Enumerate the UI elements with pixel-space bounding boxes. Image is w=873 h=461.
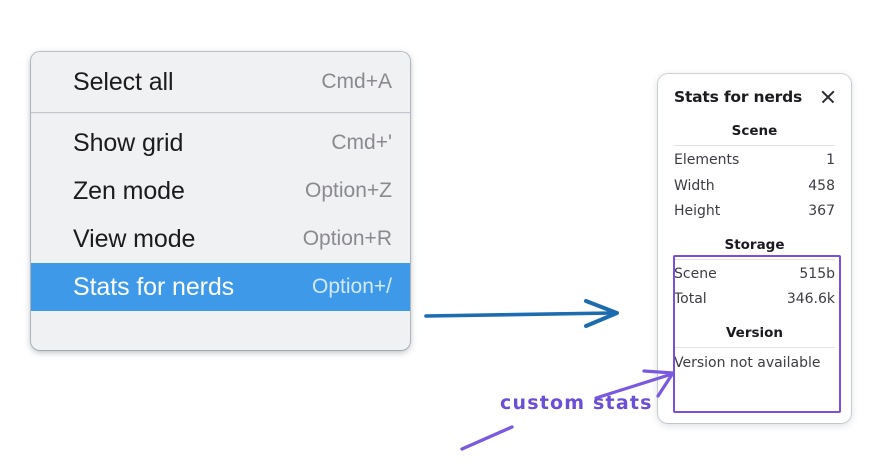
context-menu[interactable]: Select all Cmd+A Show grid Cmd+' Zen mod… (31, 52, 410, 350)
stats-for-nerds-panel: Stats for nerds Scene Elements 1 Width 4… (658, 74, 851, 423)
stat-key: Height (674, 203, 721, 219)
stats-panel-header: Stats for nerds (658, 88, 851, 106)
section-heading: Storage (724, 236, 785, 253)
menu-item-label: Select all (73, 67, 174, 96)
stats-row-total-size: Total 346.6k (674, 287, 835, 313)
menu-item-label: Zen mode (73, 176, 185, 205)
stats-row-width: Width 458 (674, 174, 835, 200)
stats-row-height: Height 367 (674, 199, 835, 225)
stat-value: 1 (826, 152, 835, 168)
purple-underline-stroke (460, 425, 514, 451)
menu-item-show-grid[interactable]: Show grid Cmd+' (31, 119, 410, 167)
section-divider (674, 346, 835, 348)
stats-row-scene-size: Scene 515b (674, 262, 835, 288)
stat-value: 346.6k (786, 291, 835, 307)
section-heading: Version (725, 324, 784, 341)
close-icon[interactable] (819, 88, 837, 106)
menu-item-accelerator: Option+R (302, 227, 392, 250)
stat-value: 367 (808, 203, 835, 219)
stats-section-scene: Scene Elements 1 Width 458 Height 367 (674, 120, 835, 225)
menu-item-label: View mode (73, 224, 196, 253)
stats-section-storage: Storage Scene 515b Total 346.6k (674, 234, 835, 313)
stat-key: Width (674, 177, 715, 194)
menu-item-view-mode[interactable]: View mode Option+R (31, 215, 410, 263)
menu-separator (31, 112, 410, 113)
section-divider (674, 145, 835, 146)
stats-panel-body: Scene Elements 1 Width 458 Height 367 St… (658, 120, 851, 375)
version-not-available-text: Version not available (674, 354, 821, 371)
menu-item-accelerator: Cmd+A (321, 70, 392, 93)
section-heading: Scene (731, 123, 778, 139)
section-divider (674, 258, 835, 260)
stats-panel-title: Stats for nerds (674, 88, 803, 106)
stat-key: Scene (674, 265, 717, 282)
custom-stats-annotation-label: custom stats (500, 392, 653, 414)
stat-key: Total (674, 291, 707, 307)
menu-item-accelerator: Option+/ (312, 275, 392, 298)
menu-item-select-all[interactable]: Select all Cmd+A (31, 58, 410, 106)
stats-section-version: Version Version not available (674, 322, 835, 375)
stats-row-elements: Elements 1 (674, 148, 835, 174)
menu-item-label: Show grid (73, 128, 184, 157)
stat-value: 515b (799, 265, 835, 282)
stat-value: 458 (808, 177, 835, 194)
stat-key: Elements (674, 152, 740, 168)
blue-pointer-arrow (424, 299, 619, 328)
menu-group-2: Show grid Cmd+' Zen mode Option+Z View m… (31, 113, 410, 317)
menu-item-zen-mode[interactable]: Zen mode Option+Z (31, 167, 410, 215)
menu-item-stats-for-nerds[interactable]: Stats for nerds Option+/ (31, 263, 410, 311)
menu-item-accelerator: Option+Z (305, 179, 392, 202)
menu-group-1: Select all Cmd+A (31, 52, 410, 112)
menu-item-accelerator: Cmd+' (331, 131, 392, 154)
menu-item-label: Stats for nerds (73, 272, 235, 301)
